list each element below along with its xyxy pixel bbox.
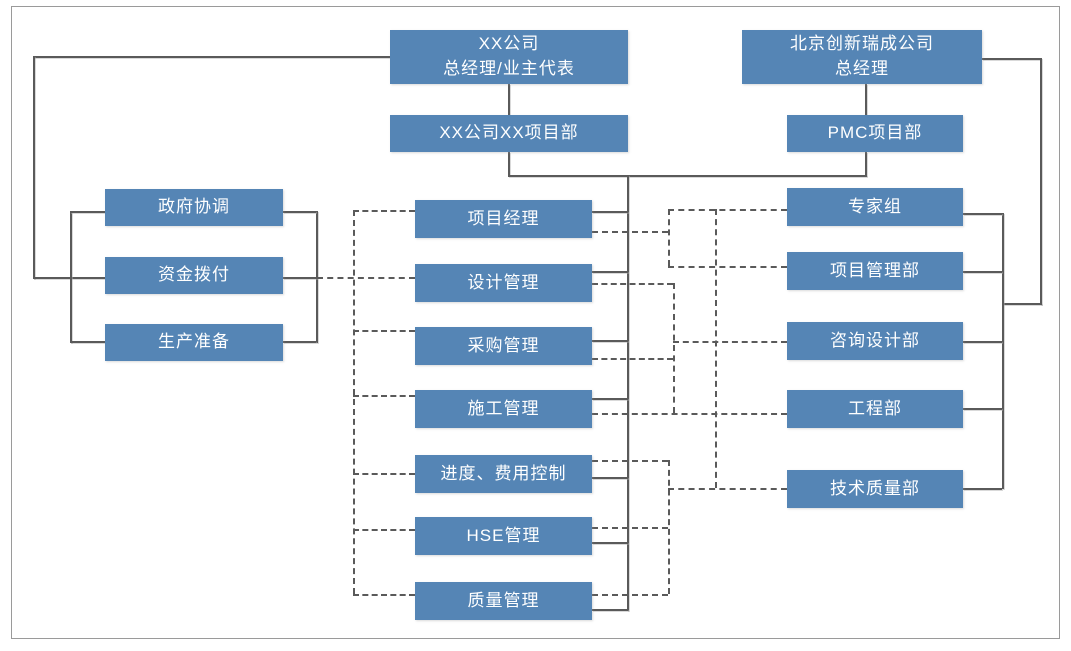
dashed-to-tech-quality-h bbox=[668, 488, 787, 490]
dashed-to-consulting-design-h bbox=[673, 341, 787, 343]
connector-joint-h bbox=[508, 175, 867, 177]
connector-pmcdept-down-v bbox=[865, 152, 867, 176]
connector-trunk-schedule-cost bbox=[592, 477, 628, 479]
node-pmc-company-gm: 北京创新瑞成公司 总经理 bbox=[742, 30, 982, 84]
node-production-prep-label: 生产准备 bbox=[158, 332, 230, 352]
node-quality-mgmt: 质量管理 bbox=[415, 582, 592, 620]
node-owner-gm-line1: XX公司 bbox=[478, 34, 540, 54]
connector-ownergm-left-h bbox=[33, 56, 390, 58]
node-owner-gm: XX公司 总经理/业主代表 bbox=[390, 30, 628, 84]
node-project-manager: 项目经理 bbox=[415, 200, 592, 238]
node-owner-project-dept-label: XX公司XX项目部 bbox=[439, 123, 579, 143]
node-fund-allocation-label: 资金拨付 bbox=[158, 265, 230, 285]
dashed-schedule-cost-right-h bbox=[592, 460, 668, 462]
connector-rightcol-bracket-v bbox=[1002, 213, 1004, 489]
dashed-design-mgmt-right-h bbox=[592, 283, 673, 285]
node-engineering-dept: 工程部 bbox=[787, 390, 963, 428]
dashed-projectmanager-right-h bbox=[592, 231, 668, 233]
connector-leftcol-left-bracket-v bbox=[70, 211, 72, 343]
dashed-lower-bus-v bbox=[668, 460, 670, 594]
connector-prep-right-h bbox=[283, 341, 316, 343]
dashed-bus-quality bbox=[353, 594, 415, 596]
connector-expert-right-h bbox=[963, 213, 1002, 215]
dashed-hse-right-h bbox=[592, 527, 668, 529]
dashed-fund-to-design-mgmt bbox=[317, 277, 415, 279]
connector-trunk-construction-mgmt bbox=[592, 398, 628, 400]
node-schedule-cost-control-label: 进度、费用控制 bbox=[440, 463, 567, 483]
connector-trunk-design-mgmt bbox=[592, 271, 628, 273]
dashed-quality-right-h bbox=[592, 594, 668, 596]
node-construction-mgmt-label: 施工管理 bbox=[467, 398, 540, 418]
node-pmc-project-dept-label: PMC项目部 bbox=[827, 123, 923, 143]
dashed-midcol-left-bus-v bbox=[353, 210, 355, 594]
connector-projectmgmtdept-right-h bbox=[963, 271, 1002, 273]
connector-techquality-right-h bbox=[963, 488, 1002, 490]
dashed-bus-project-manager bbox=[353, 210, 415, 212]
dashed-bus-hse bbox=[353, 529, 415, 531]
node-govt-coordination: 政府协调 bbox=[105, 189, 283, 226]
dashed-to-project-mgmt-dept-h bbox=[668, 266, 787, 268]
connector-ownergm-to-projectdept-v bbox=[508, 84, 510, 115]
node-pmc-project-dept: PMC项目部 bbox=[787, 115, 963, 152]
node-hse-mgmt: HSE管理 bbox=[415, 517, 592, 555]
connector-pmcgm-feed-v bbox=[1040, 58, 1042, 305]
connector-pmcgm-to-pmcdept-v bbox=[865, 84, 867, 115]
node-procurement-mgmt: 采购管理 bbox=[415, 327, 592, 365]
connector-trunk-hse bbox=[592, 542, 628, 544]
node-expert-group-label: 专家组 bbox=[848, 196, 902, 216]
connector-consultingdesign-right-h bbox=[963, 341, 1002, 343]
node-design-mgmt-label: 设计管理 bbox=[467, 272, 540, 292]
node-construction-mgmt: 施工管理 bbox=[415, 390, 592, 428]
node-consulting-design-dept-label: 咨询设计部 bbox=[830, 330, 920, 350]
connector-main-trunk-v bbox=[627, 175, 629, 611]
dashed-long-crosslink-v bbox=[715, 209, 717, 488]
chart-frame-border bbox=[11, 6, 1060, 639]
connector-pmcgm-feed-h bbox=[1003, 303, 1042, 305]
connector-trunk-quality bbox=[592, 609, 628, 611]
node-production-prep: 生产准备 bbox=[105, 324, 283, 361]
node-consulting-design-dept: 咨询设计部 bbox=[787, 322, 963, 360]
node-fund-allocation: 资金拨付 bbox=[105, 257, 283, 294]
connector-govt-right-h bbox=[283, 211, 316, 213]
node-expert-group: 专家组 bbox=[787, 188, 963, 226]
connector-leftbracket-govt-h bbox=[70, 211, 105, 213]
node-project-manager-label: 项目经理 bbox=[467, 208, 540, 228]
node-project-mgmt-dept-label: 项目管理部 bbox=[830, 260, 920, 280]
node-quality-mgmt-label: 质量管理 bbox=[467, 590, 540, 610]
node-owner-gm-line2: 总经理/业主代表 bbox=[443, 59, 575, 78]
node-design-mgmt: 设计管理 bbox=[415, 264, 592, 302]
node-govt-coordination-label: 政府协调 bbox=[158, 197, 230, 217]
node-pmc-company-gm-line2: 总经理 bbox=[835, 59, 889, 78]
node-procurement-mgmt-label: 采购管理 bbox=[467, 335, 540, 355]
connector-fund-right-h bbox=[283, 277, 317, 279]
dashed-construction-to-engineering-h bbox=[592, 413, 787, 415]
dashed-bus-schedule-cost bbox=[353, 473, 415, 475]
node-tech-quality-dept: 技术质量部 bbox=[787, 470, 963, 508]
node-tech-quality-dept-label: 技术质量部 bbox=[830, 478, 920, 498]
connector-trunk-project-manager bbox=[592, 211, 628, 213]
dashed-bus-procurement bbox=[353, 330, 415, 332]
connector-ownergm-left-v bbox=[33, 56, 35, 279]
connector-to-fund-allocation-h bbox=[33, 277, 105, 279]
node-project-mgmt-dept: 项目管理部 bbox=[787, 252, 963, 290]
dashed-bus-construction bbox=[353, 395, 415, 397]
connector-projectdept-down-v bbox=[508, 152, 510, 176]
dashed-expert-projectmgmt-v bbox=[668, 209, 670, 266]
node-owner-project-dept: XX公司XX项目部 bbox=[390, 115, 628, 152]
node-schedule-cost-control: 进度、费用控制 bbox=[415, 455, 592, 493]
node-engineering-dept-label: 工程部 bbox=[848, 398, 902, 418]
connector-trunk-procurement-mgmt bbox=[592, 340, 628, 342]
dashed-to-expert-group-h bbox=[668, 209, 787, 211]
dashed-procurement-right-h bbox=[592, 358, 673, 360]
connector-engineering-right-h bbox=[963, 408, 1002, 410]
node-pmc-company-gm-line1: 北京创新瑞成公司 bbox=[790, 34, 934, 54]
connector-leftbracket-prep-h bbox=[70, 341, 105, 343]
dashed-design-procurement-v bbox=[673, 283, 675, 413]
node-hse-mgmt-label: HSE管理 bbox=[466, 525, 541, 545]
connector-pmcgm-right-h bbox=[982, 58, 1040, 60]
